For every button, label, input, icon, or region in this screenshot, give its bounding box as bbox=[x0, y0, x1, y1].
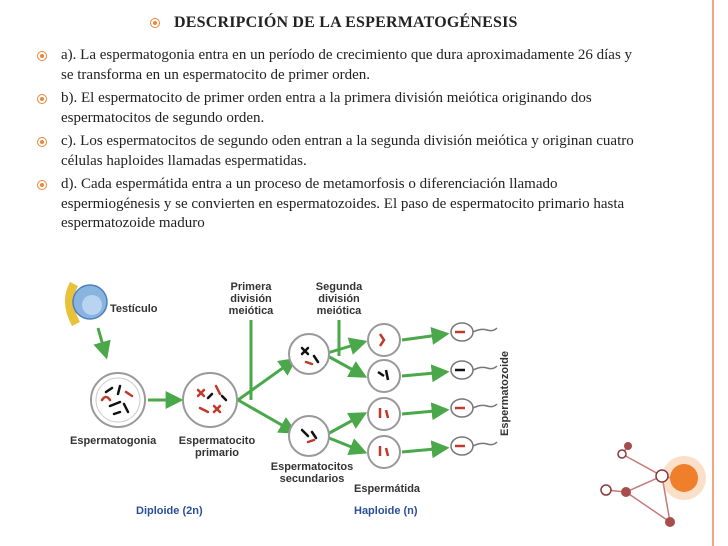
bullet-icon bbox=[37, 51, 47, 61]
spermatozoa-group bbox=[450, 322, 498, 456]
slide-title: DESCRIPCIÓN DE LA ESPERMATOGÉNESIS bbox=[174, 14, 518, 31]
label-espermatocitos-1: Espermatocitos bbox=[271, 461, 354, 473]
label-espermatida: Espermátida bbox=[354, 483, 421, 495]
label-espermatogonia: Espermatogonia bbox=[70, 435, 157, 447]
cell-espermatida bbox=[367, 397, 401, 431]
accent-line bbox=[712, 0, 714, 546]
bullet-icon bbox=[37, 94, 47, 104]
spermatogenesis-figure: Testículo Primera división meiótica Segu… bbox=[62, 272, 532, 526]
label-segunda-3: meiótica bbox=[317, 305, 363, 317]
label-diploide: Diploide (2n) bbox=[136, 505, 203, 517]
list-item: c). Los espermatocitos de segundo oden e… bbox=[37, 132, 637, 171]
label-testiculo: Testículo bbox=[110, 303, 158, 315]
list-item: a). La espermatogonia entra en un períod… bbox=[37, 46, 637, 85]
label-haploide: Haploide (n) bbox=[354, 505, 418, 517]
molecule-decoration bbox=[598, 438, 712, 538]
cell-espermatogonia bbox=[90, 372, 146, 428]
list-item-text: b). El espermatocito de primer orden ent… bbox=[61, 90, 592, 126]
list-item-text: d). Cada espermátida entra a un proceso … bbox=[61, 176, 625, 231]
label-primera-2: división bbox=[230, 293, 272, 305]
bullet-icon bbox=[37, 180, 47, 190]
cell-espermatocito-primario bbox=[182, 372, 238, 428]
bullet-icon bbox=[150, 18, 160, 28]
label-segunda-1: Segunda bbox=[316, 281, 363, 293]
label-segunda-2: división bbox=[318, 293, 360, 305]
bullet-icon bbox=[37, 137, 47, 147]
title-row: DESCRIPCIÓN DE LA ESPERMATOGÉNESIS bbox=[150, 14, 518, 32]
cell-espermatocito-secundario bbox=[288, 333, 330, 375]
list-item-text: a). La espermatogonia entra en un períod… bbox=[61, 47, 633, 83]
cell-espermatida bbox=[367, 323, 401, 357]
cell-espermatida bbox=[367, 435, 401, 469]
bullet-list: a). La espermatogonia entra en un períod… bbox=[37, 46, 637, 238]
label-espermatocito-1: Espermatocito bbox=[179, 435, 256, 447]
label-primera-3: meiótica bbox=[229, 305, 275, 317]
list-item: d). Cada espermátida entra a un proceso … bbox=[37, 175, 637, 234]
testicle-illustration bbox=[65, 281, 108, 327]
label-primera-1: Primera bbox=[231, 281, 273, 293]
label-espermatocitos-2: secundarios bbox=[280, 473, 345, 485]
cell-espermatida bbox=[367, 359, 401, 393]
label-espermatocito-2: primario bbox=[195, 447, 239, 459]
cell-espermatocito-secundario bbox=[288, 415, 330, 457]
label-espermatozoide: Espermatozoide bbox=[499, 351, 511, 436]
list-item: b). El espermatocito de primer orden ent… bbox=[37, 89, 637, 128]
list-item-text: c). Los espermatocitos de segundo oden e… bbox=[61, 133, 634, 169]
